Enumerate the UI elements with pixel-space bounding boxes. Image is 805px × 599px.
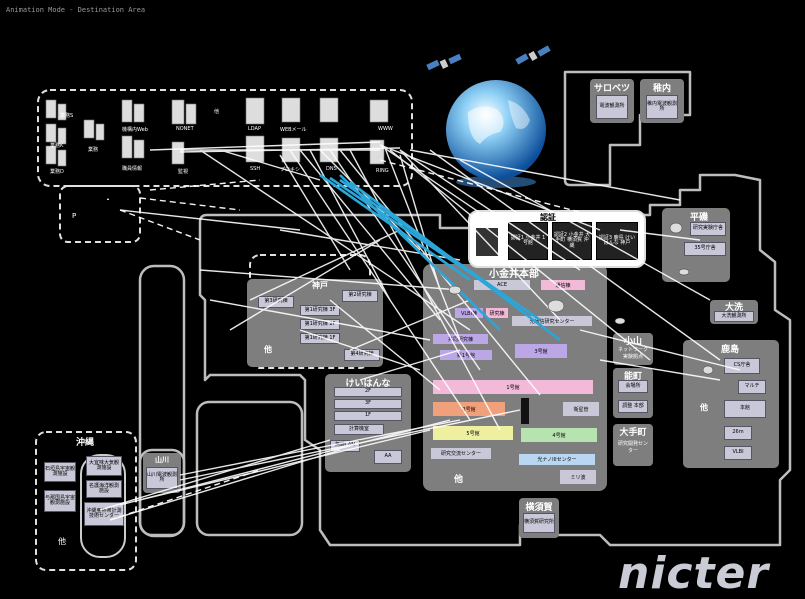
nicter-logo: nicter [618,548,769,599]
